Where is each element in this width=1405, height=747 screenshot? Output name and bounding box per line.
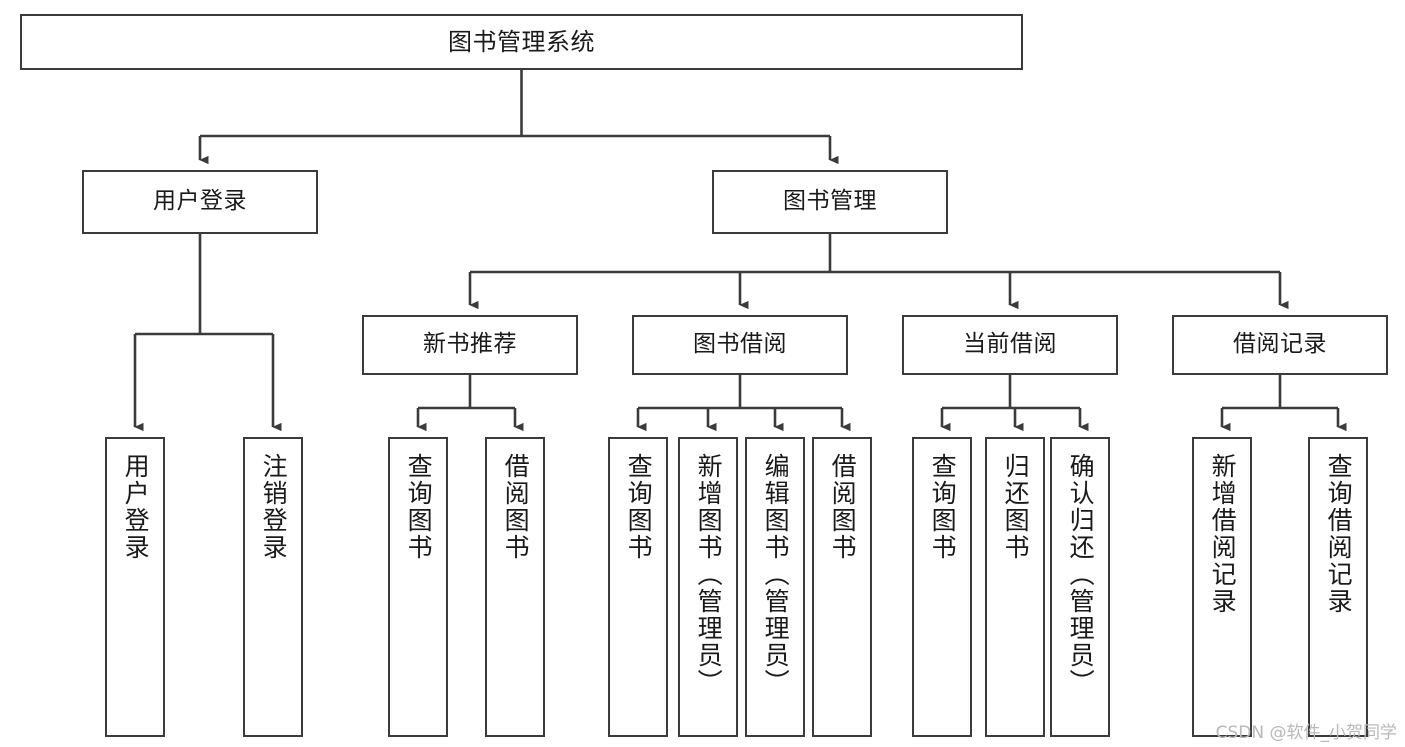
node-leaf-add-book[interactable]: 新增图书（管理员） (678, 437, 738, 737)
node-label: 图书管理系统 (448, 27, 595, 56)
node-label: 借阅图书 (828, 453, 858, 561)
node-book-manage[interactable]: 图书管理 (712, 170, 948, 234)
node-label: 编辑图书（管理员） (761, 453, 791, 696)
node-label: 归还图书 (1001, 453, 1031, 561)
node-leaf-add-record[interactable]: 新增借阅记录 (1192, 437, 1252, 737)
node-leaf-borrow-book[interactable]: 借阅图书 (812, 437, 872, 737)
csdn-watermark: CSDN @软件_小贺同学 (1215, 723, 1397, 743)
node-label: 图书借阅 (693, 331, 787, 358)
node-leaf-return-book[interactable]: 归还图书 (985, 437, 1045, 737)
node-label: 查询借阅记录 (1324, 453, 1354, 615)
node-label: 新增图书（管理员） (694, 453, 724, 696)
node-label: 注销登录 (259, 453, 289, 561)
node-current-borrow[interactable]: 当前借阅 (902, 315, 1118, 375)
node-leaf-query-book-bor[interactable]: 查询图书 (608, 437, 668, 737)
node-label: 确认归还（管理员） (1066, 453, 1096, 696)
node-book-borrow[interactable]: 图书借阅 (632, 315, 848, 375)
node-leaf-query-book-rec[interactable]: 查询图书 (388, 437, 448, 737)
node-label: 新增借阅记录 (1208, 453, 1238, 615)
node-label: 用户登录 (121, 453, 151, 561)
node-leaf-edit-book[interactable]: 编辑图书（管理员） (745, 437, 805, 737)
node-label: 借阅记录 (1233, 331, 1327, 358)
node-label: 查询图书 (928, 453, 958, 561)
node-leaf-query-book-cur[interactable]: 查询图书 (912, 437, 972, 737)
node-label: 用户登录 (153, 188, 247, 215)
node-root[interactable]: 图书管理系统 (20, 14, 1023, 70)
node-leaf-query-record[interactable]: 查询借阅记录 (1308, 437, 1368, 737)
node-leaf-user-login[interactable]: 用户登录 (105, 437, 165, 737)
node-user-login[interactable]: 用户登录 (82, 170, 318, 234)
node-leaf-user-logout[interactable]: 注销登录 (243, 437, 303, 737)
node-label: 图书管理 (783, 188, 877, 215)
node-label: 当前借阅 (963, 331, 1057, 358)
node-label: 新书推荐 (423, 331, 517, 358)
node-label: 查询图书 (404, 453, 434, 561)
node-label: 查询图书 (624, 453, 654, 561)
node-leaf-confirm-return[interactable]: 确认归还（管理员） (1050, 437, 1110, 737)
node-new-book-rec[interactable]: 新书推荐 (362, 315, 578, 375)
node-label: 借阅图书 (501, 453, 531, 561)
node-leaf-borrow-book-rec[interactable]: 借阅图书 (485, 437, 545, 737)
node-borrow-record[interactable]: 借阅记录 (1172, 315, 1388, 375)
